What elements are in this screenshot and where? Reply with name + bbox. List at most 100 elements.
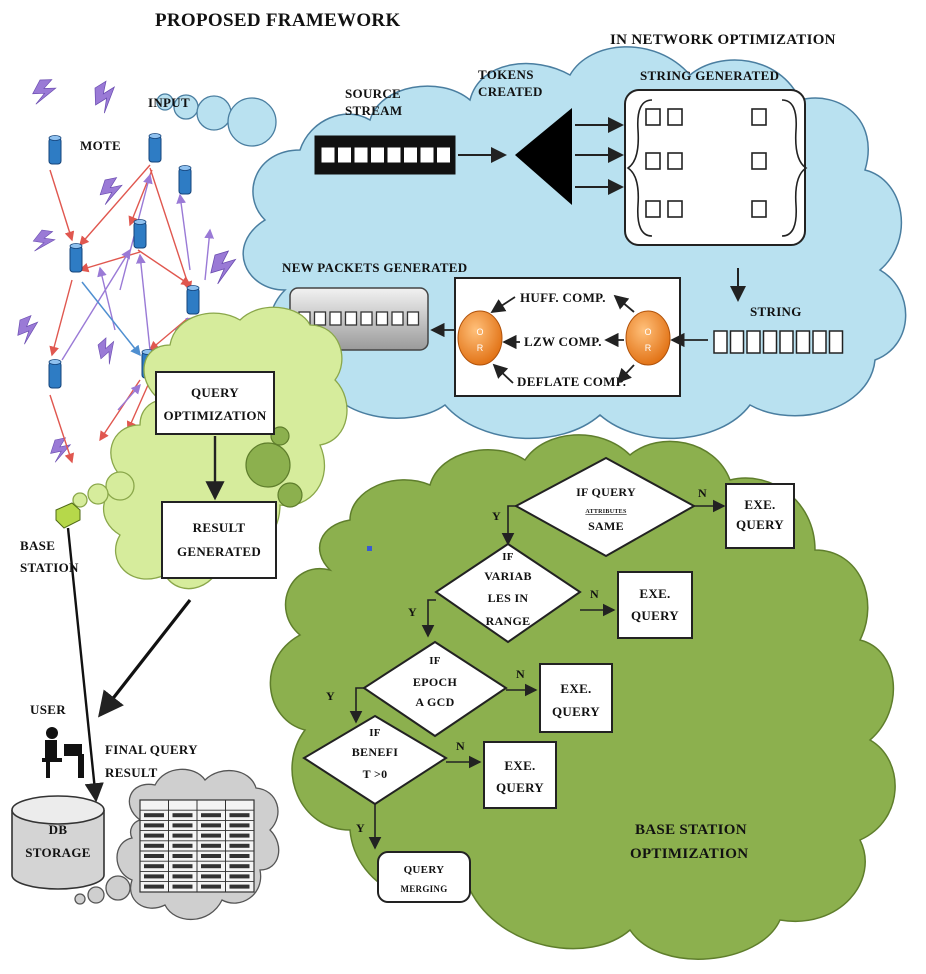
lightning-icon xyxy=(94,80,116,114)
db-label-2: STORAGE xyxy=(25,845,90,860)
yes-arrow-1 xyxy=(501,505,516,546)
yes-label-1: Y xyxy=(492,509,501,523)
base-to-db-arrow xyxy=(66,527,104,803)
string-cell xyxy=(762,330,778,354)
matrix-cell xyxy=(645,152,661,170)
decision-4-line-3: T >0 xyxy=(363,767,388,781)
deflate-comp-label: DEFLATE COMP. xyxy=(517,374,626,389)
db-storage-cylinder xyxy=(11,795,105,890)
source-stream-label-2: STREAM xyxy=(345,103,402,118)
yes-label-2: Y xyxy=(408,605,417,619)
decision-2-line-3: LES IN xyxy=(488,591,529,605)
exe-query-4-line-2: QUERY xyxy=(496,780,544,795)
base-station-label-2: STATION xyxy=(20,560,79,575)
lightning-icon xyxy=(99,177,123,205)
decision-attributes-same xyxy=(513,456,697,558)
string-cell xyxy=(729,330,745,354)
exe-query-2-line-1: EXE. xyxy=(639,586,670,601)
no-label-2: N xyxy=(590,587,599,601)
exe-query-4-line-1: EXE. xyxy=(504,758,535,773)
matrix-cell xyxy=(667,200,683,218)
table-cell-mark xyxy=(201,864,221,869)
mote-cap xyxy=(186,285,200,291)
decision-4-line-1: IF xyxy=(369,727,381,739)
table-cell-mark xyxy=(144,843,164,848)
table-cell-mark xyxy=(144,864,164,869)
table-cell-mark xyxy=(201,884,221,889)
red-edge xyxy=(149,167,193,292)
input-label: INPUT xyxy=(148,95,190,110)
query-merging-line-1: QUERY xyxy=(404,864,445,876)
stream-cell xyxy=(371,147,384,163)
matrix-cell xyxy=(751,152,767,170)
mote-label: MOTE xyxy=(80,138,121,153)
query-cloud-dark-bubble xyxy=(245,442,291,488)
yes-label-4: Y xyxy=(356,821,365,835)
red-edge xyxy=(148,317,189,351)
or-text-right-1: O xyxy=(644,327,651,337)
exe-query-3-line-1: EXE. xyxy=(560,681,591,696)
stream-cell xyxy=(321,147,335,163)
string-label: STRING xyxy=(750,304,802,319)
packet-cell xyxy=(406,311,420,326)
table-cell-mark xyxy=(229,833,250,838)
decision-3-line-3: A GCD xyxy=(415,695,454,709)
tokens-created-label-1: TOKENS xyxy=(478,67,534,82)
or-node-left xyxy=(457,310,503,366)
red-edge xyxy=(79,164,151,247)
packet-cell xyxy=(391,311,404,326)
stream-cell xyxy=(404,147,417,163)
decision-4-line-2: BENEFI xyxy=(352,745,399,759)
table-cell-mark xyxy=(172,823,193,828)
matrix-cell xyxy=(667,108,683,126)
mote-cap xyxy=(148,133,162,139)
exe-query-box-3 xyxy=(539,663,613,733)
lightning-icon xyxy=(97,337,115,365)
no-label-1: N xyxy=(698,486,707,500)
decision-variables-in-range xyxy=(434,542,582,644)
mote-icon xyxy=(48,137,62,165)
table-cell-mark xyxy=(201,854,221,858)
string-cell xyxy=(795,330,811,354)
or-text-right-2: R xyxy=(645,343,652,353)
or-node-right xyxy=(625,310,671,366)
yes-arrow-3 xyxy=(349,687,364,724)
exe-query-1-line-1: EXE. xyxy=(744,497,775,512)
base-cloud-title-2: OPTIMIZATION xyxy=(630,846,748,862)
result-table xyxy=(139,799,255,893)
mote-icon xyxy=(133,221,147,249)
table-cell-mark xyxy=(229,864,250,869)
interference-bolts xyxy=(17,79,237,463)
red-edge xyxy=(126,384,149,432)
mote-icon xyxy=(178,167,192,195)
query-merging-line-2: MERGING xyxy=(400,884,447,894)
result-generated-line-2: GENERATED xyxy=(177,544,261,559)
table-cell-mark xyxy=(229,874,250,879)
mote-cap xyxy=(133,219,147,225)
stream-cell xyxy=(387,147,401,163)
stream-cell xyxy=(354,147,368,163)
result-to-user-arrow xyxy=(98,599,192,718)
matrix-cell xyxy=(645,108,661,126)
result-generated-box xyxy=(161,501,277,579)
query-cloud-dark-bubble-2 xyxy=(270,426,290,446)
matrix-cell xyxy=(751,200,767,218)
string-generated-label: STRING GENERATED xyxy=(640,68,779,83)
yes-label-3: Y xyxy=(326,689,335,703)
source-stream-label-1: SOURCE xyxy=(345,86,401,101)
network-cloud-title: IN NETWORK OPTIMIZATION xyxy=(610,32,836,48)
query-optimization-line-1: QUERY xyxy=(191,385,239,400)
user-icon xyxy=(42,727,84,778)
table-cell-mark xyxy=(201,833,221,838)
table-cell-mark xyxy=(144,874,164,879)
table-cell-mark xyxy=(229,823,250,828)
tokens-created-label-2: CREATED xyxy=(478,84,543,99)
matrix-cell xyxy=(645,200,661,218)
exe-query-2-line-2: QUERY xyxy=(631,608,679,623)
or-text-left-1: O xyxy=(476,327,483,337)
table-cell-mark xyxy=(144,884,164,889)
table-cell-mark xyxy=(172,854,193,858)
db-label-1: DB xyxy=(49,822,68,837)
packet-cell xyxy=(329,311,342,326)
decision-epoch-gcd xyxy=(362,640,508,738)
